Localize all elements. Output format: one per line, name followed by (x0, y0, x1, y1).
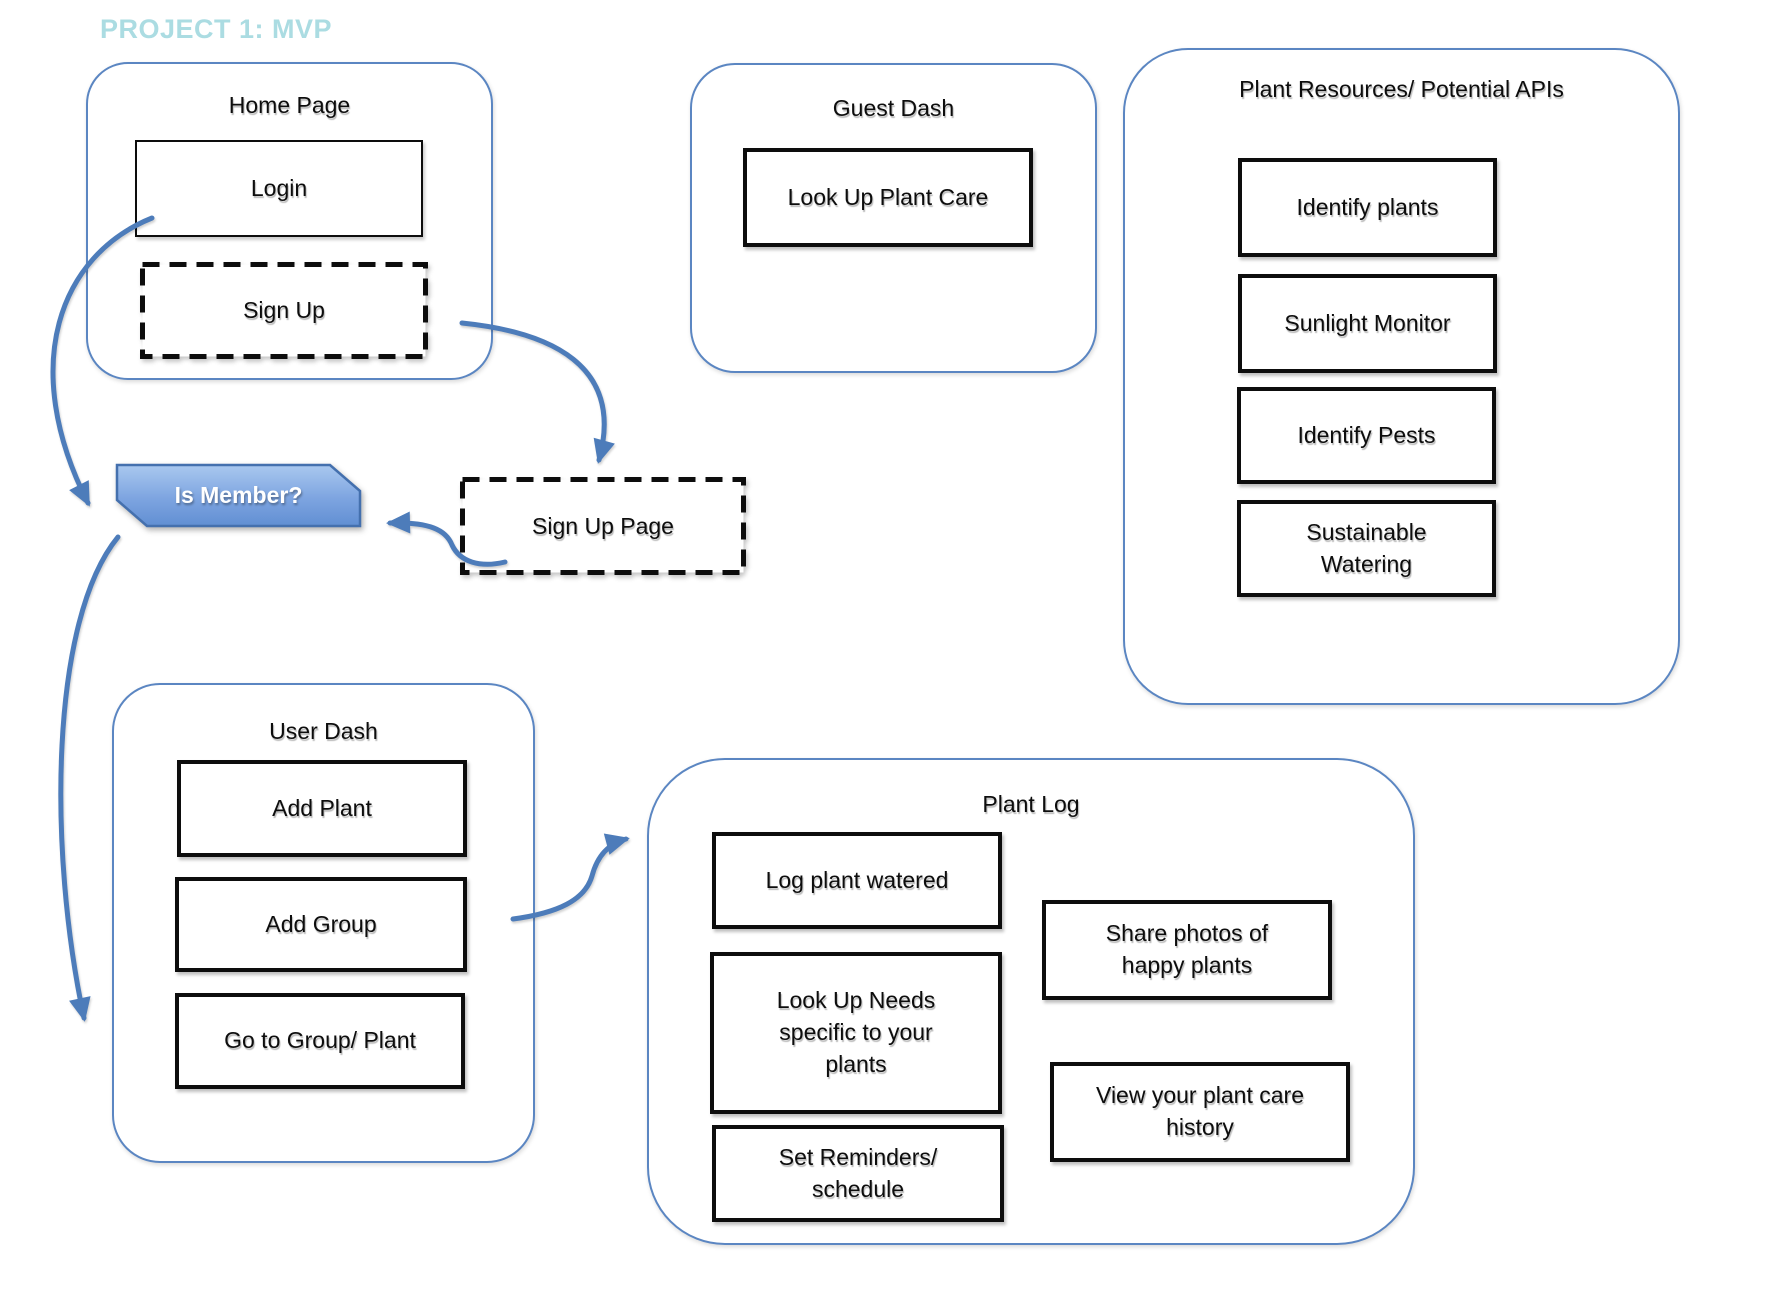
container-guest-dash-title: Guest Dash (832, 95, 955, 121)
node-go-to-group-plant[interactable]: Go to Group/ Plant (175, 993, 465, 1089)
page-title: PROJECT 1: MVP (100, 14, 333, 44)
node-identify-plants[interactable]: Identify plants (1238, 158, 1497, 257)
node-share-photos-label: Share photos of happy plants (1105, 920, 1269, 978)
node-look-up-needs[interactable]: Look Up Needs specific to your plants (710, 952, 1002, 1114)
node-identify-plants-label: Identify plants (1296, 193, 1439, 220)
node-is-member[interactable]: Is Member? (115, 463, 362, 528)
node-set-reminders[interactable]: Set Reminders/ schedule (712, 1125, 1004, 1222)
node-sunlight-monitor-label: Sunlight Monitor (1284, 309, 1451, 336)
node-sustainable-watering[interactable]: Sustainable Watering (1237, 500, 1496, 597)
node-log-plant-watered[interactable]: Log plant watered (712, 832, 1002, 929)
node-look-up-plant-care[interactable]: Look Up Plant Care (743, 148, 1033, 247)
node-sign-up-label: Sign Up (243, 297, 325, 323)
node-add-plant[interactable]: Add Plant (177, 760, 467, 857)
node-view-history[interactable]: View your plant care history (1050, 1062, 1350, 1162)
node-sustainable-watering-label: Sustainable Watering (1306, 518, 1427, 577)
node-login[interactable]: Login (135, 140, 423, 237)
node-sunlight-monitor[interactable]: Sunlight Monitor (1238, 274, 1497, 373)
node-identify-pests[interactable]: Identify Pests (1237, 387, 1496, 484)
node-identify-pests-label: Identify Pests (1297, 421, 1436, 448)
container-plant-resources-title: Plant Resources/ Potential APIs (1239, 76, 1564, 102)
node-add-group-label: Add Group (265, 910, 377, 937)
dashed-border (460, 477, 746, 575)
container-plant-log-title: Plant Log (982, 791, 1080, 817)
node-share-photos[interactable]: Share photos of happy plants (1042, 900, 1332, 1000)
container-home-page-title: Home Page (228, 92, 351, 118)
node-look-up-plant-care-label: Look Up Plant Care (787, 183, 989, 210)
node-add-group[interactable]: Add Group (175, 877, 467, 972)
node-add-plant-label: Add Plant (272, 794, 372, 821)
arrow-is-member-to-user-dash (58, 534, 121, 1022)
node-sign-up-page-label: Sign Up Page (532, 512, 674, 539)
node-look-up-needs-label: Look Up Needs specific to your plants (776, 987, 936, 1077)
node-set-reminders-label: Set Reminders/ schedule (778, 1143, 938, 1202)
node-go-to-group-plant-label: Go to Group/ Plant (224, 1027, 416, 1054)
node-log-plant-watered-label: Log plant watered (765, 866, 949, 893)
node-sign-up-page[interactable]: Sign Up Page (460, 477, 746, 575)
dashed-border (140, 262, 428, 359)
node-is-member-label: Is Member? (174, 482, 303, 508)
container-plant-resources[interactable]: Plant Resources/ Potential APIs (1123, 48, 1680, 705)
container-user-dash-title: User Dash (269, 718, 378, 744)
node-view-history-label: View your plant care history (1096, 1082, 1304, 1140)
node-sign-up[interactable]: Sign Up (140, 262, 428, 359)
node-login-label: Login (250, 174, 308, 201)
